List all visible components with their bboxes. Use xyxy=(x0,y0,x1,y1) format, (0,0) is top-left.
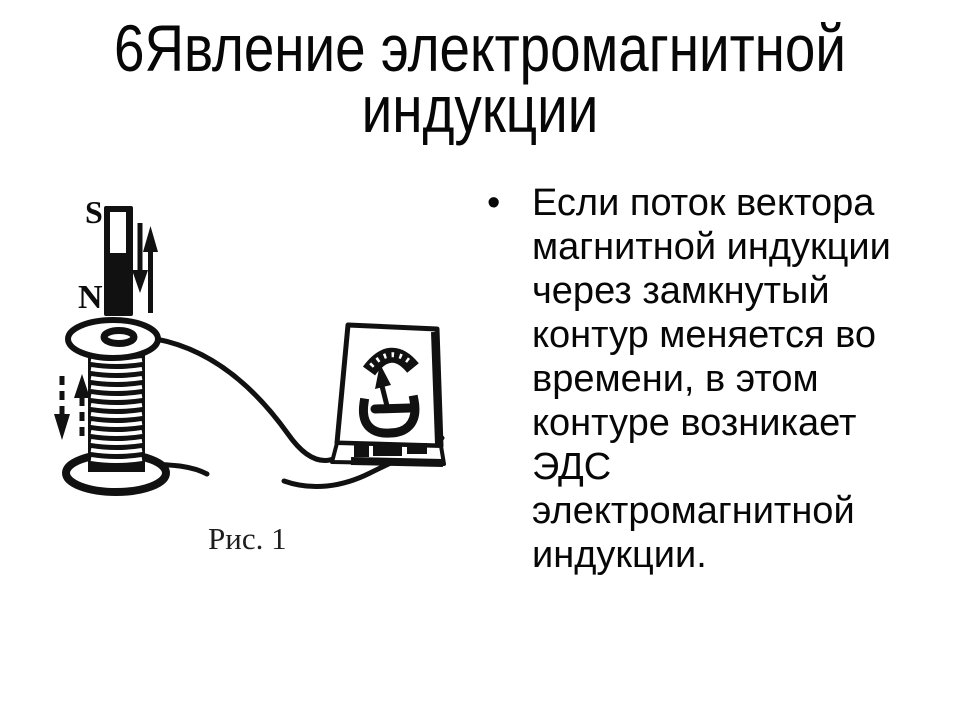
coil-motion-arrows-icon xyxy=(54,374,90,441)
bar-magnet-icon xyxy=(104,206,133,316)
wire-coil-to-galvanometer xyxy=(153,336,339,463)
galvanometer-right-edge xyxy=(431,331,441,445)
bullet-marker: • xyxy=(487,182,501,224)
slide-title: 6Явление электромагнитной индукции xyxy=(113,11,846,146)
galvanometer-needle-base xyxy=(370,403,415,414)
magnet-south-pole-window xyxy=(110,212,126,253)
figure-panel: S N Рис. 1 xyxy=(25,165,465,575)
bullet-text: Если поток вектора магнитной индукции че… xyxy=(532,182,891,576)
magnet-pole-n-label: N xyxy=(78,279,103,316)
coil-winding-gaps xyxy=(90,358,143,463)
coil-icon xyxy=(62,317,170,496)
coil-spool-hole xyxy=(100,327,138,347)
galvanometer-base-edge xyxy=(350,457,444,467)
magnet-pole-s-label: S xyxy=(85,194,103,230)
galvanometer-horseshoe xyxy=(358,394,420,438)
galvanometer-terminal xyxy=(373,445,402,456)
galvanometer-icon xyxy=(330,322,446,467)
galvanometer-terminal xyxy=(407,443,427,454)
galvanometer-terminal xyxy=(354,445,369,457)
galvanometer-scale-ticks xyxy=(369,352,413,368)
magnet-motion-arrows-icon xyxy=(132,223,158,313)
figure-1-drawing xyxy=(54,206,446,496)
galvanometer-needle-head xyxy=(375,364,391,389)
bullet-item: • Если поток вектора магнитной индукции … xyxy=(487,181,927,577)
figure-caption: Рис. 1 xyxy=(208,521,287,556)
